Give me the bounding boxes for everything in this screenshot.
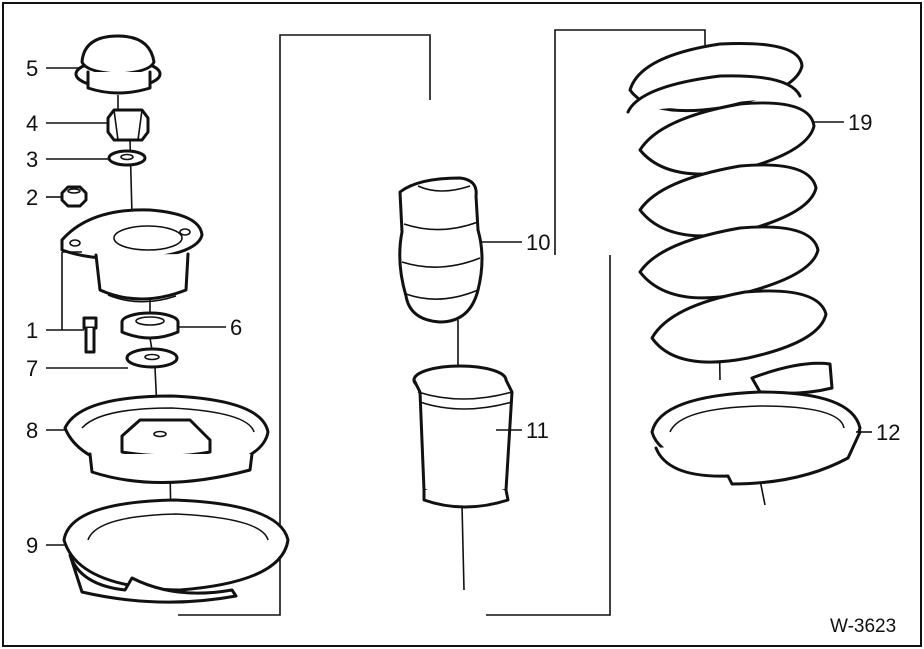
washer <box>107 149 147 167</box>
coil-spring <box>626 42 834 395</box>
large-washer <box>125 347 179 369</box>
callout-8: 8 <box>26 418 38 443</box>
callout-5: 5 <box>26 56 38 81</box>
nut <box>106 108 150 142</box>
callout-9: 9 <box>26 533 38 558</box>
callout-19: 19 <box>848 110 872 135</box>
callout-4: 4 <box>26 111 38 136</box>
callout-7: 7 <box>26 356 38 381</box>
callout-6: 6 <box>230 315 242 340</box>
protective-boot <box>412 364 514 509</box>
callout-3: 3 <box>26 147 38 172</box>
bolt <box>61 251 98 354</box>
small-nut <box>60 185 88 208</box>
upper-spring-seat <box>63 394 270 485</box>
callout-1: 1 <box>26 318 38 343</box>
bump-stop <box>398 176 484 324</box>
rubber-spring-pad <box>62 498 290 604</box>
figure-id-label: W-3623 <box>830 616 896 637</box>
callout-11: 11 <box>526 418 549 443</box>
callout-2: 2 <box>26 185 38 210</box>
dust-cap <box>74 34 162 95</box>
callout-10: 10 <box>526 230 550 255</box>
strut-mount <box>60 208 204 303</box>
axis-line <box>461 504 465 591</box>
bearing-ring <box>120 311 180 340</box>
assembly-frame-right <box>554 29 706 255</box>
callout-12: 12 <box>876 420 900 445</box>
assembly-frame-left <box>178 34 431 616</box>
lower-spring-seat <box>650 390 862 486</box>
assembly-frame-middle <box>486 255 611 616</box>
